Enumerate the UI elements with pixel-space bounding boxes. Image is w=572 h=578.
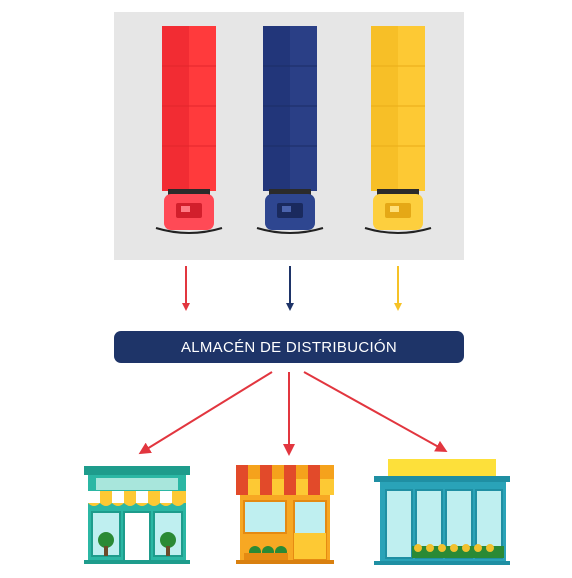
arrow-to-store-left <box>138 371 273 455</box>
store-orange-icon <box>236 465 334 564</box>
truck-red-icon <box>155 26 223 234</box>
arrow-to-store-right <box>303 371 448 452</box>
truck-yellow-icon <box>364 26 432 234</box>
warehouse-label-text: ALMACÉN DE DISTRIBUCIÓN <box>180 338 398 356</box>
truck-blue-icon <box>256 26 324 234</box>
warehouse-label: ALMACÉN DE DISTRIBUCIÓN <box>114 331 464 363</box>
store-teal-icon <box>84 466 190 564</box>
store-glass-icon <box>374 459 510 565</box>
